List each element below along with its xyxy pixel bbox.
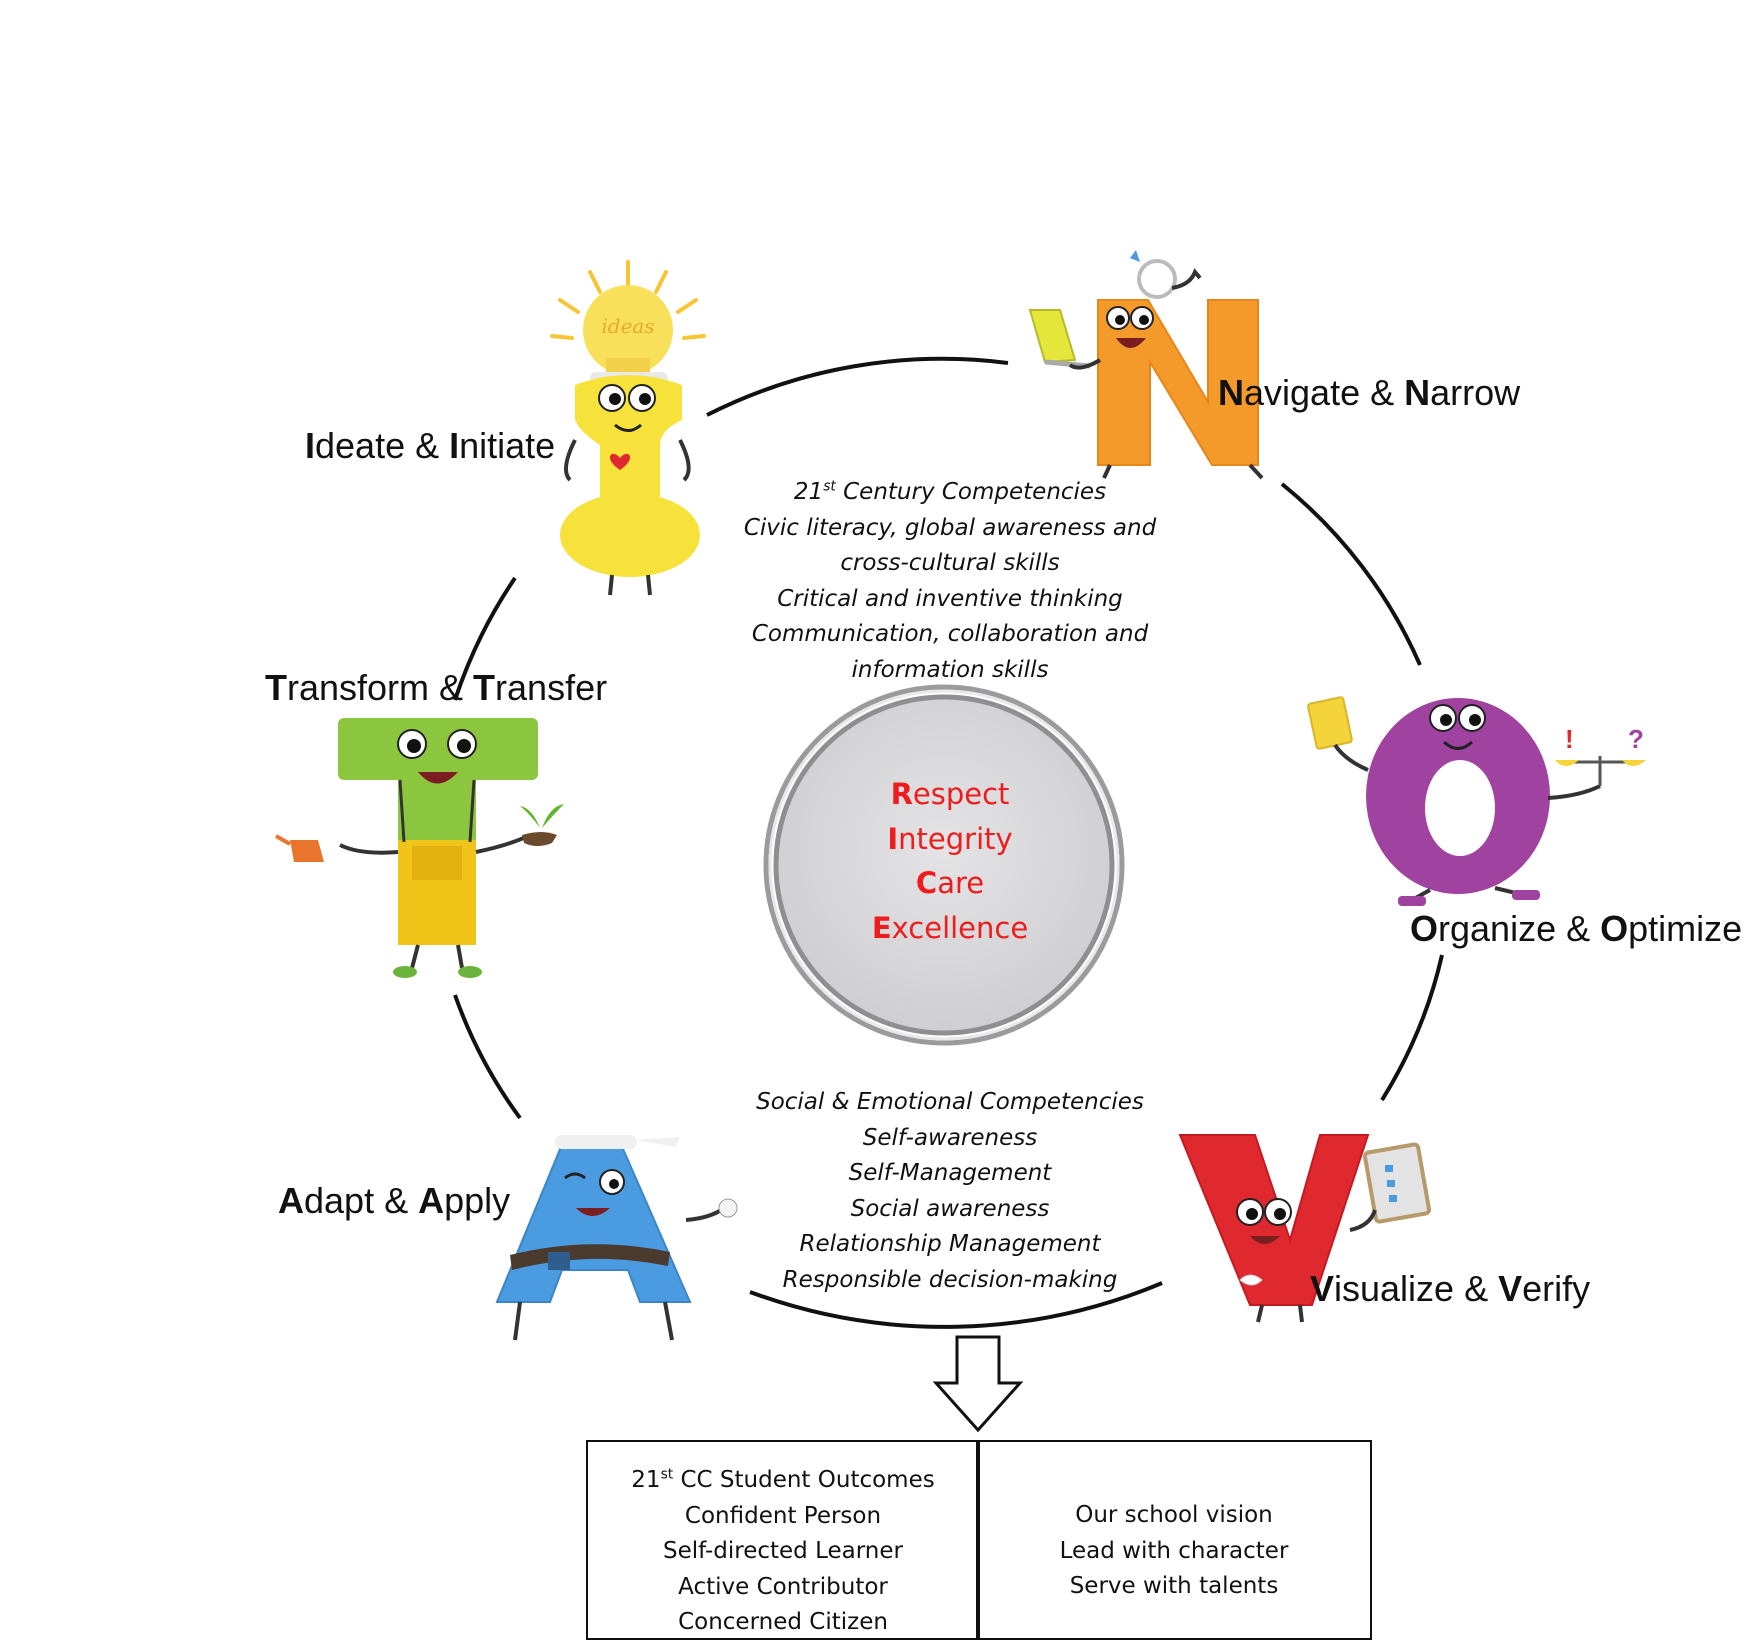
cycle-arc-top [706, 356, 1009, 417]
outcome-item: Active Contributor [678, 1573, 888, 1600]
sel-item: Self-awareness [862, 1124, 1038, 1151]
letter-A-toolbelt-character [495, 1135, 738, 1341]
school-vision-box: Our school vision Lead with character Se… [976, 1440, 1372, 1640]
core-values-disc [763, 684, 1125, 1046]
stage-label-organize: Organize & Optimize [1410, 908, 1743, 949]
core-value-care: Care [915, 866, 985, 900]
cycle-arc-bottom [749, 1281, 1163, 1329]
core-value-integrity: Integrity [887, 821, 1013, 856]
competency-item: cross-cultural skills [840, 550, 1060, 576]
outcome-item: Concerned Citizen [678, 1609, 888, 1635]
social-emotional-title: Social & Emotional Competencies [756, 1089, 1144, 1115]
stage-label-visualize: Visualize & Verify [1310, 1268, 1591, 1309]
core-values-text: Respect Integrity Care Excellence [820, 772, 1080, 950]
letter-T-gardener-character [275, 718, 564, 978]
letter-N-laptop-character [1028, 250, 1264, 480]
stage-label-transform: Transform & Transfer [265, 667, 608, 708]
cycle-arc-lower-left [453, 994, 522, 1120]
stage-label-ideate: Ideate & Initiate [305, 425, 556, 466]
cycle-arc-right [1380, 954, 1444, 1102]
stage-label-adapt: Adapt & Apply [278, 1180, 511, 1221]
vision-item: Serve with talents [1069, 1573, 1279, 1599]
svg-text:!: ! [1565, 724, 1574, 754]
cycle-arc-upper-right [1280, 482, 1422, 666]
letter-I-lightbulb-character: ideas [550, 260, 706, 596]
competency-item: Critical and inventive thinking [777, 585, 1123, 612]
century-competencies-text: 21st Century Competencies Civic literacy… [690, 475, 1210, 688]
social-emotional-text: Social & Emotional Competencies Self-awa… [690, 1085, 1210, 1298]
letter-O-scale-character: ! ? [1307, 696, 1646, 906]
competency-item: Civic literacy, global awareness and [743, 514, 1157, 541]
svg-text:?: ? [1628, 724, 1644, 754]
outcome-item: Self-directed Learner [663, 1538, 903, 1564]
sel-item: Self-Management [848, 1160, 1052, 1186]
vision-item: Lead with character [1059, 1537, 1289, 1564]
competency-item: information skills [851, 656, 1049, 683]
student-outcomes-title: 21st CC Student Outcomes [631, 1466, 935, 1493]
sel-item: Social awareness [850, 1195, 1050, 1222]
down-arrow-icon [932, 1335, 1024, 1433]
letter-V-checklist-character [1178, 1134, 1432, 1323]
century-competencies-title: 21st Century Competencies [793, 478, 1107, 505]
svg-text:ideas: ideas [601, 314, 654, 338]
outcome-item: Confident Person [684, 1502, 882, 1529]
vision-item: Our school vision [1075, 1502, 1273, 1528]
sel-item: Responsible decision-making [782, 1266, 1118, 1293]
sel-item: Relationship Management [799, 1231, 1101, 1257]
core-value-respect: Respect [890, 777, 1010, 811]
core-value-excellence: Excellence [871, 910, 1029, 945]
stage-label-navigate: Navigate & Narrow [1218, 372, 1521, 413]
student-outcomes-box: 21st CC Student Outcomes Confident Perso… [586, 1440, 980, 1640]
competency-item: Communication, collaboration and [751, 621, 1149, 647]
cycle-arc-upper-left [453, 576, 517, 701]
